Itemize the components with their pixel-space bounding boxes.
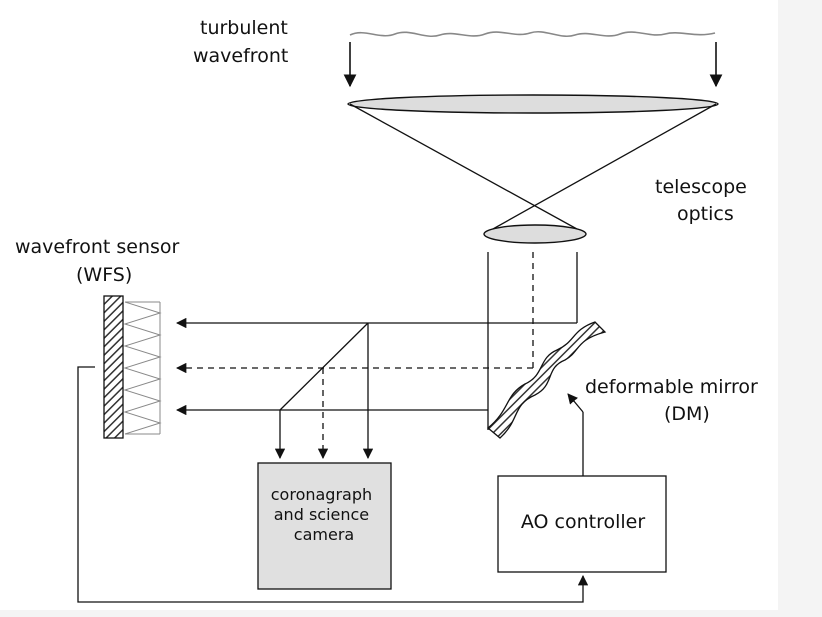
wfs-to-controller-line	[77, 366, 589, 603]
secondary-lens	[483, 224, 587, 244]
deformable-mirror-label: deformable mirror (DM)	[585, 376, 764, 425]
wfs-lenslet-array	[123, 301, 162, 435]
cone-left-ray	[349, 103, 587, 235]
turbulent-wavefront-label: turbulent wavefront	[193, 17, 294, 67]
cone-right-ray	[483, 103, 717, 235]
deformable-mirror	[486, 321, 607, 439]
wfs-label: wavefront sensor (WFS)	[15, 236, 185, 286]
primary-lens	[347, 94, 719, 114]
beam-splitter	[279, 322, 369, 411]
wfs-detector	[103, 295, 124, 439]
ao-controller-box	[497, 475, 667, 573]
telescope-optics-label: telescope optics	[655, 176, 753, 225]
science-camera-label: coronagraph and science camera	[271, 485, 377, 544]
turbulent-wavefront-wave	[349, 31, 716, 37]
science-camera-box	[257, 462, 392, 590]
controller-to-dm-arrowhead	[567, 393, 584, 413]
page-margin-bottom	[0, 610, 822, 617]
ao-controller-label: AO controller	[521, 511, 645, 533]
page-margin-right	[778, 0, 822, 617]
